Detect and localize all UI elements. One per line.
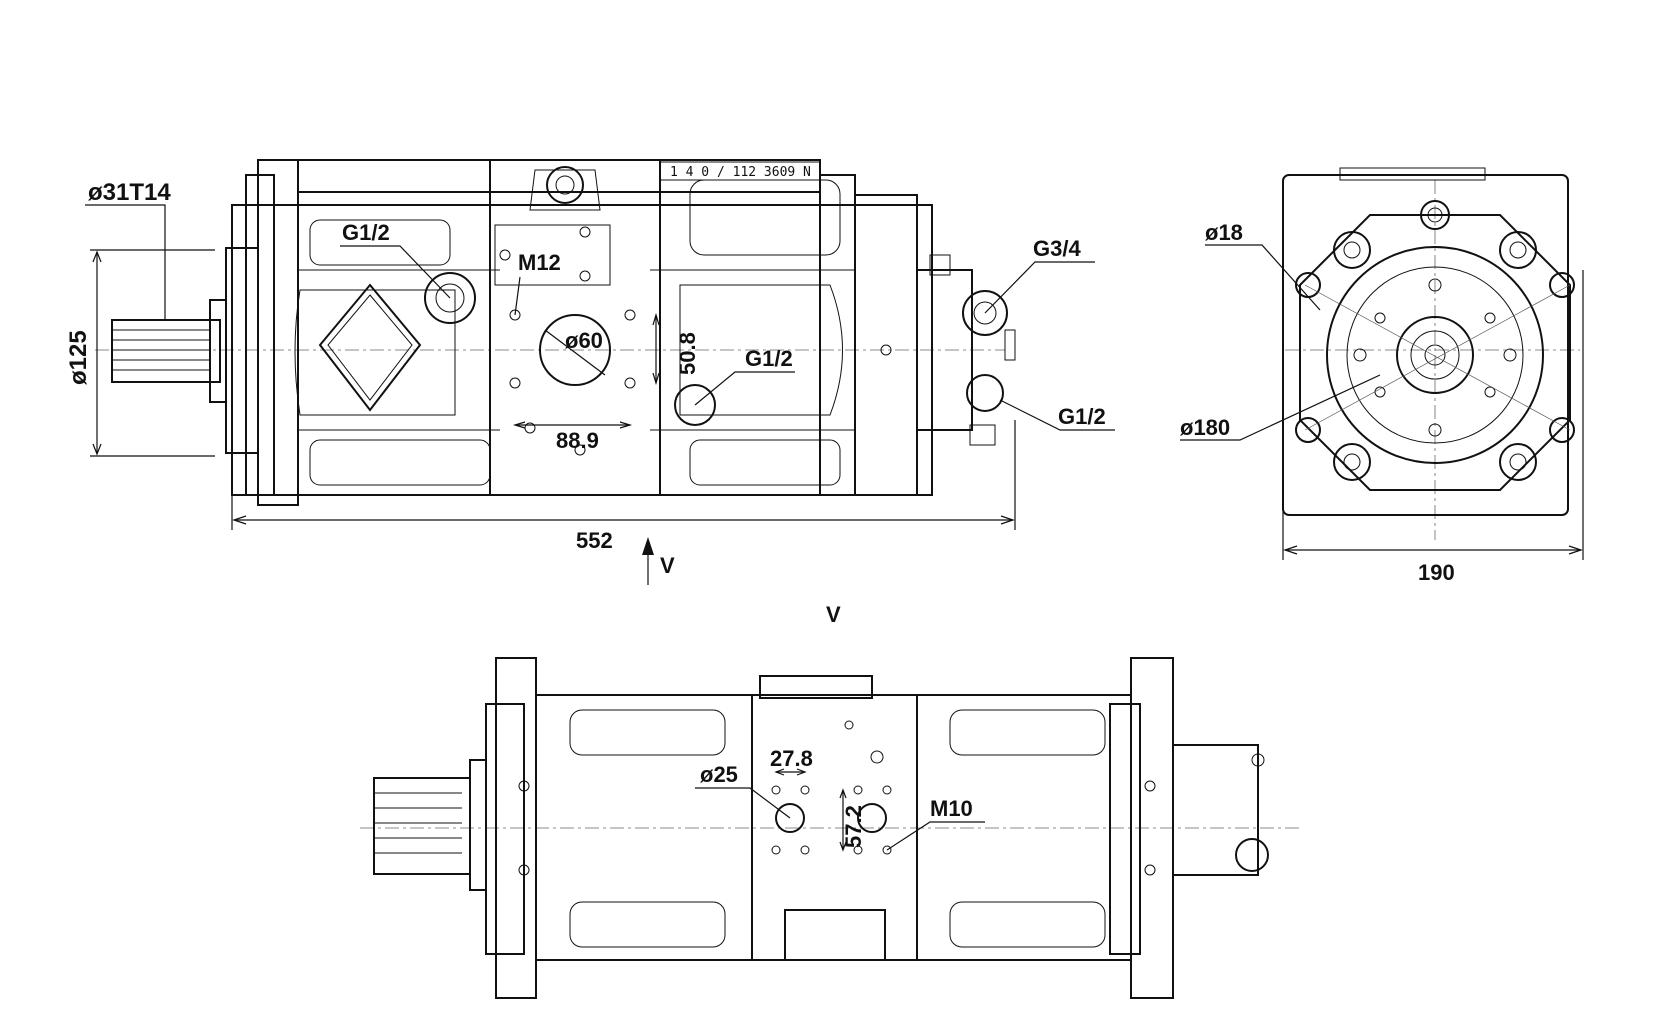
leader-g12-center xyxy=(694,371,795,406)
label-bolt-spacing-88-9: 88.9 xyxy=(556,428,599,453)
view-arrow xyxy=(642,537,654,585)
leader-hole-18 xyxy=(1205,244,1321,311)
label-bolt-spacing-50-8: 50.8 xyxy=(675,332,700,375)
spline-shaft xyxy=(111,299,227,403)
dim-27-8 xyxy=(774,768,807,776)
valve-body xyxy=(916,254,1016,446)
label-shaft-spline: ø31T14 xyxy=(88,179,171,206)
label-port-g34: G3/4 xyxy=(1033,236,1081,261)
label-port-diameter-60: ø60 xyxy=(565,328,603,353)
leader-60 xyxy=(544,329,606,376)
leader-g12-right xyxy=(999,399,1115,431)
label-port-g12-right: G1/2 xyxy=(1058,404,1106,429)
leader-flange-180 xyxy=(1180,374,1381,441)
label-hole-diameter-18: ø18 xyxy=(1205,220,1243,245)
label-port-g12-center: G1/2 xyxy=(745,346,793,371)
leader-g12-left xyxy=(340,245,451,299)
dim-88-9 xyxy=(512,421,633,429)
label-port-diameter-25: ø25 xyxy=(700,762,738,787)
label-view-arrow: V xyxy=(660,553,675,578)
label-shaft-diameter: ø125 xyxy=(65,330,92,385)
label-view-title: V xyxy=(826,602,841,627)
side-view: ø31T14 ø125 G1/2 M12 ø60 50.8 88.9 G1/2 … xyxy=(65,159,1115,585)
label-thread-m12: M12 xyxy=(518,250,561,275)
leader-m10 xyxy=(886,821,985,851)
label-flange-diameter-180: ø180 xyxy=(1180,415,1230,440)
label-overall-length: 552 xyxy=(576,528,613,553)
mounting-flange xyxy=(225,247,259,454)
dim-57-2 xyxy=(839,788,847,852)
dim-overall-width xyxy=(1282,270,1584,560)
bottom-spline-shaft xyxy=(373,759,487,891)
label-overall-width: 190 xyxy=(1418,560,1455,585)
bottom-view: V xyxy=(360,602,1300,999)
nameplate: 1 4 0 / 112 3609 N xyxy=(670,165,811,180)
leader-m12 xyxy=(514,276,521,316)
leader-port-25 xyxy=(695,787,791,819)
label-port-g12-left: G1/2 xyxy=(342,220,390,245)
leader-spline xyxy=(85,204,166,320)
pump-housing xyxy=(231,159,933,506)
dim-overall-length xyxy=(231,420,1016,530)
label-thread-m10: M10 xyxy=(930,796,973,821)
end-view: ø18 ø180 190 xyxy=(1180,167,1584,585)
label-bolt-spacing-27-8: 27.8 xyxy=(770,746,813,771)
dim-50-8 xyxy=(652,312,660,386)
dim-shaft-diameter xyxy=(90,249,215,457)
leader-g34 xyxy=(984,261,1095,314)
label-bolt-spacing-57-2: 57.2 xyxy=(841,805,866,848)
